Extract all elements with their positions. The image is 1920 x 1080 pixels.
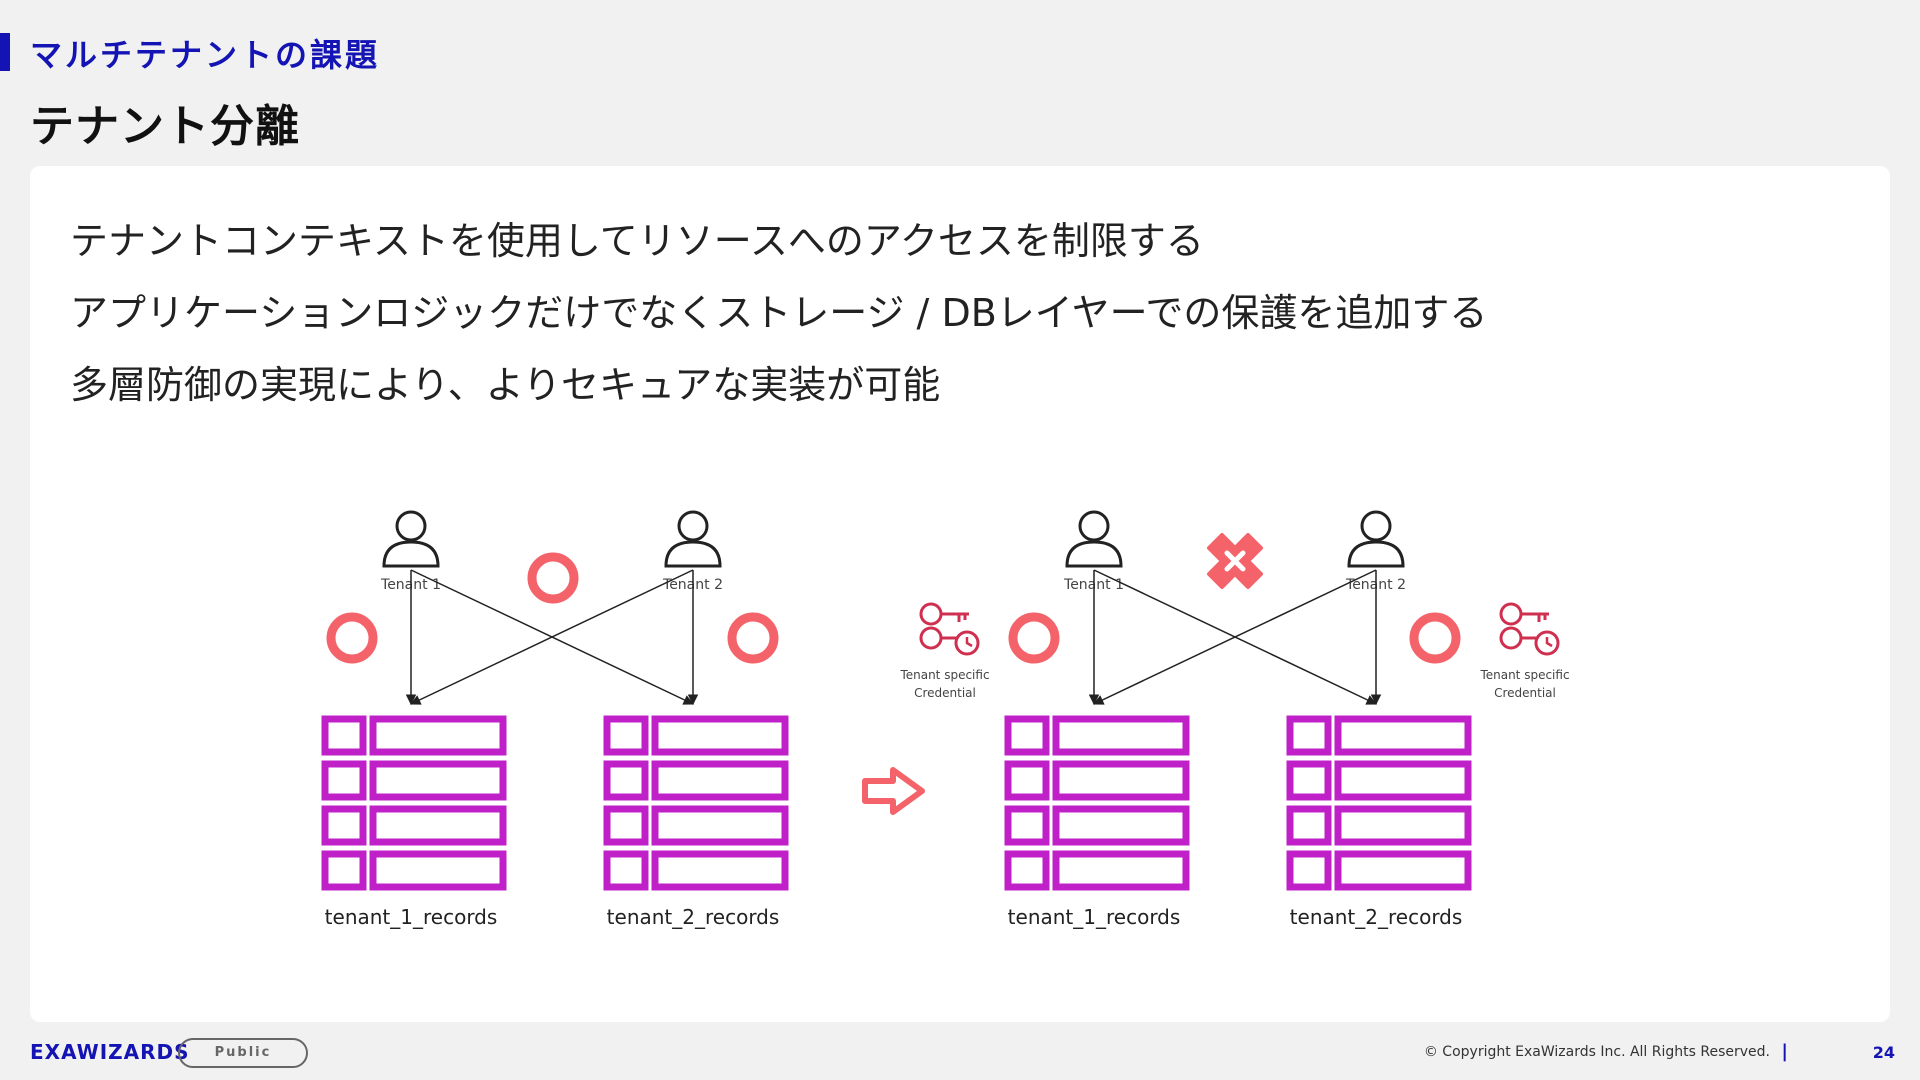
classification-badge: Public <box>178 1038 308 1068</box>
company-logo: EXAWIZARDS <box>30 1040 190 1064</box>
bullet-list: テナントコンテキストを使用してリソースへのアクセスを制限する アプリケーションロ… <box>70 210 1487 426</box>
copyright-text: © Copyright ExaWizards Inc. All Rights R… <box>1423 1044 1770 1060</box>
section-accent-bar <box>0 33 10 71</box>
bullet-item: 多層防御の実現により、よりセキュアな実装が可能 <box>70 363 941 407</box>
bullet-item: アプリケーションロジックだけでなくストレージ / DBレイヤーでの保護を追加する <box>70 291 1488 335</box>
bullet-item: テナントコンテキストを使用してリソースへのアクセスを制限する <box>70 219 1204 263</box>
slide-title: テナント分離 <box>30 101 300 152</box>
footer-separator: | <box>1781 1041 1788 1062</box>
section-title: マルチテナントの課題 <box>30 36 381 74</box>
page-number: 24 <box>1872 1043 1895 1062</box>
